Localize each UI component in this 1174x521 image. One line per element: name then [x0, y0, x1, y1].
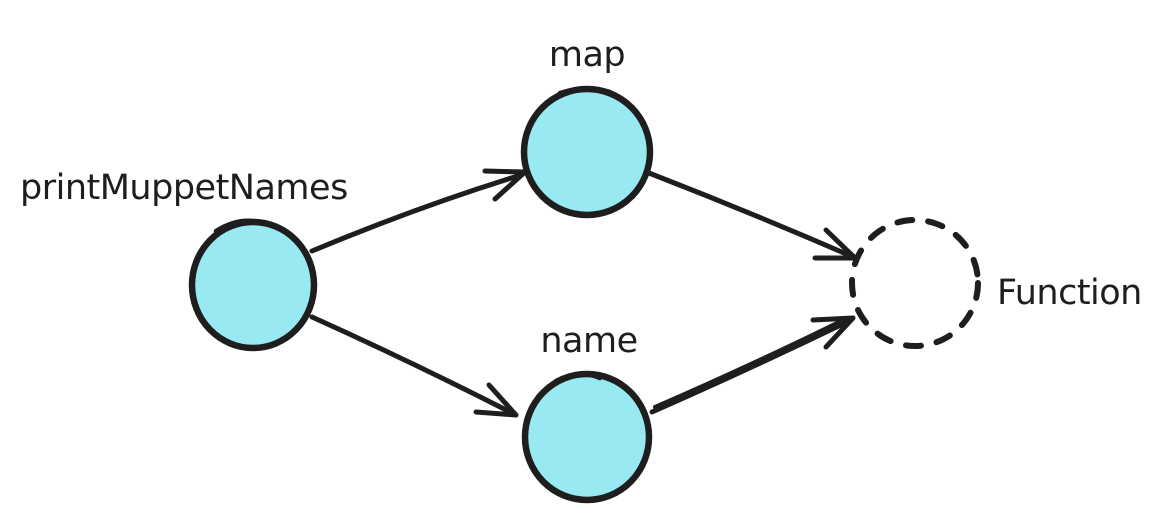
node-function: Function [849, 217, 1142, 349]
edge-line-double [653, 316, 849, 409]
arrowhead-icon [810, 315, 856, 350]
edge-map-to-function [646, 170, 858, 261]
edge-line [649, 318, 852, 415]
node-circle-function [849, 217, 981, 349]
edge-line [309, 314, 515, 416]
node-circle-map [520, 85, 654, 219]
arrowhead-icon [812, 227, 858, 261]
node-label-map: map [549, 35, 625, 75]
edge-printmuppetnames-to-name [309, 314, 519, 418]
node-name: name [521, 321, 653, 504]
node-label-name: name [540, 321, 637, 361]
edge-line [309, 172, 524, 254]
node-label-function: Function [997, 273, 1142, 313]
arrowhead-icon [482, 168, 528, 202]
node-label-printmuppetnames: printMuppetNames [20, 168, 348, 208]
sketch-overlap-stroke [553, 371, 603, 384]
sketch-overlap-stroke [213, 218, 265, 234]
node-circle-printmuppetnames [188, 218, 318, 352]
node-map: map [520, 35, 654, 219]
arrowhead-icon [473, 382, 519, 418]
sketch-overlap-stroke [557, 86, 613, 96]
edge-line [646, 170, 854, 259]
node-printmuppetnames: printMuppetNames [20, 168, 348, 352]
edge-name-to-function [649, 315, 856, 415]
node-circle-name [521, 370, 653, 504]
edge-printmuppetnames-to-map [309, 168, 528, 254]
